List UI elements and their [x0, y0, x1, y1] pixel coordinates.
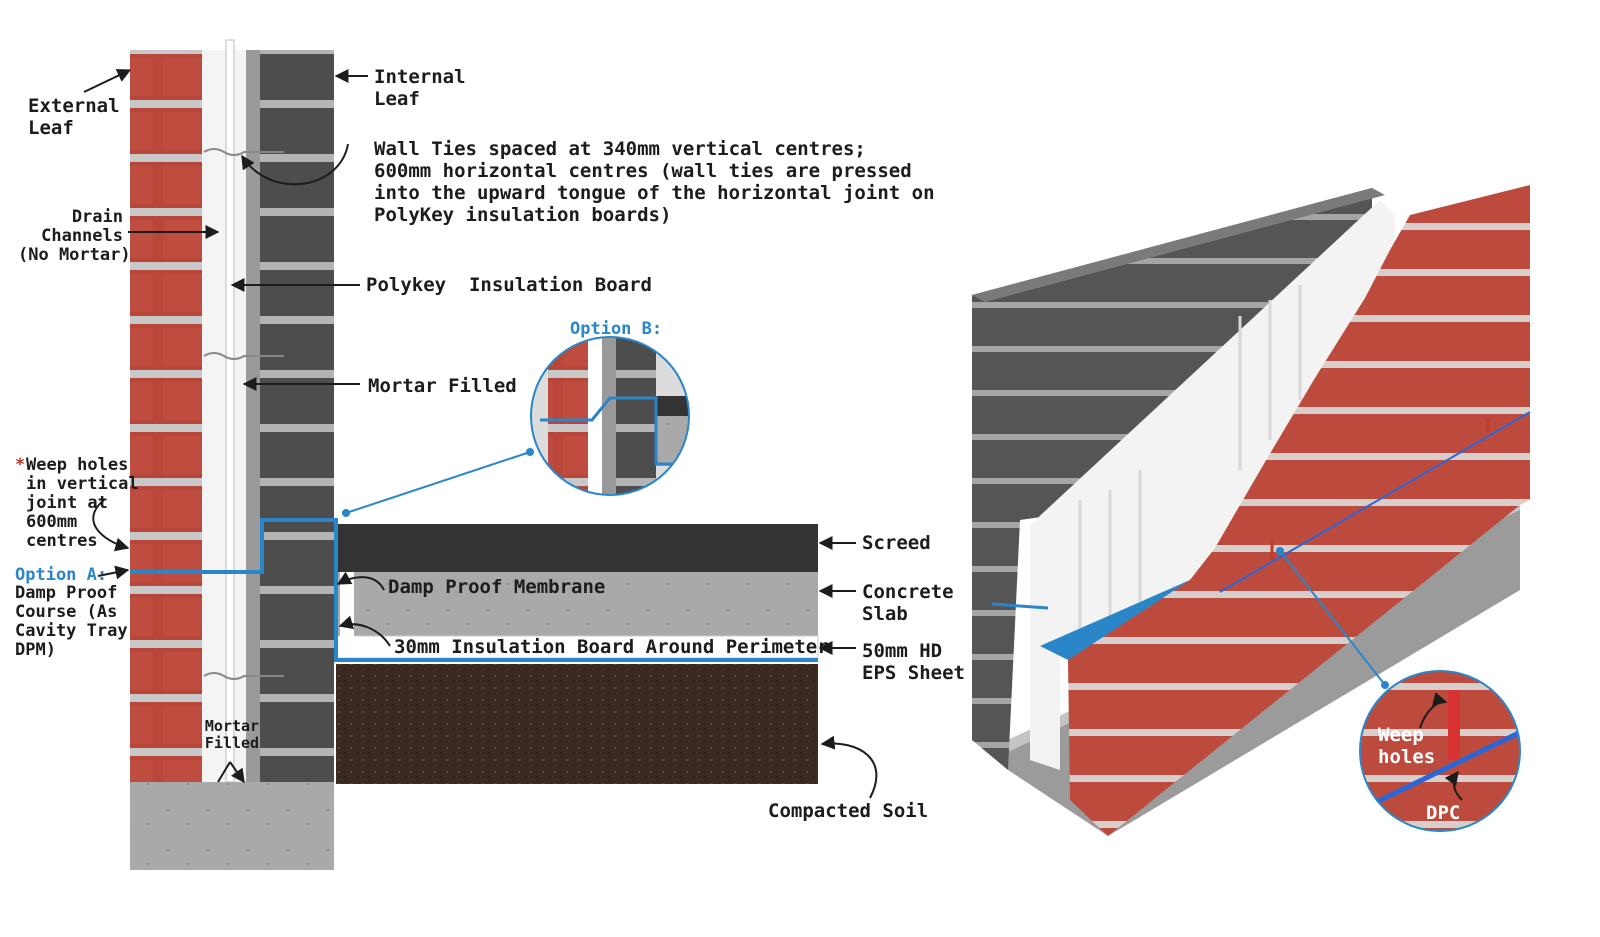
arrow-dpm — [336, 571, 385, 591]
iso-brick-wall — [1068, 185, 1530, 836]
drain-channel — [225, 39, 235, 783]
concrete-slab-label: Concrete Slab — [862, 581, 954, 625]
option-b-inset — [342, 336, 690, 517]
weep-holes-inset-label: Weep holes — [1378, 724, 1436, 768]
internal-leaf-label: Internal Leaf — [374, 66, 466, 110]
compacted-soil-label: Compacted Soil — [768, 800, 929, 822]
wall-section — [130, 39, 334, 870]
perimeter-insulation — [340, 572, 354, 652]
external-leaf-brick — [130, 50, 202, 782]
arrow-soil — [820, 735, 878, 799]
drain-channels-label: Drain Channels (No Mortar) — [18, 207, 131, 265]
screed-layer — [336, 524, 818, 572]
dpc-inset-label: DPC — [1426, 802, 1461, 824]
compacted-soil-layer — [336, 664, 818, 784]
dpm-label: Damp Proof Membrane — [388, 576, 606, 598]
wall-ties-label: Wall Ties spaced at 340mm vertical centr… — [374, 138, 935, 226]
iso-dpc-line — [1219, 411, 1531, 593]
cavity-insulation — [202, 50, 246, 782]
screed-label: Screed — [862, 532, 931, 554]
internal-leaf-block — [260, 50, 334, 782]
external-leaf-label: External Leaf — [28, 95, 120, 139]
arrow-wall-ties — [241, 143, 349, 186]
arrow-weep — [92, 499, 130, 552]
iso-insulation-ribs — [1078, 285, 1302, 640]
perimeter-insulation-label: 30mm Insulation Board Around Perimeter — [394, 636, 829, 658]
leader-arrows — [83, 69, 1463, 801]
iso-weep-markers — [1270, 418, 1490, 560]
option-a-label: Option A: — [15, 565, 108, 585]
arrow-option-a — [97, 565, 130, 580]
arrow-dpc-inset — [1444, 770, 1463, 801]
mortar-filled-label: Mortar Filled — [368, 375, 517, 397]
arrow-perimeter — [338, 615, 391, 647]
arrow-mortar-base — [217, 761, 244, 782]
mortar-filled-base-label: Mortar Filled — [204, 717, 260, 752]
floor-section — [130, 518, 819, 784]
dpc-label: Damp Proof Course (As Cavity Tray DPM) — [15, 583, 128, 660]
isometric-wall-view — [972, 185, 1531, 836]
arrow-weep-inset — [1419, 692, 1448, 729]
damp-proof-membrane-line — [130, 518, 818, 662]
arrow-external-leaf — [83, 69, 132, 93]
eps-sheet-label: 50mm HD EPS Sheet — [862, 640, 965, 684]
polykey-label: Polykey Insulation Board — [366, 274, 652, 296]
cavity-mortar-strip — [246, 50, 260, 782]
foundation-concrete — [130, 782, 334, 870]
wall-ties — [203, 148, 284, 680]
option-b-label: Option B: — [570, 319, 663, 339]
concrete-slab-layer — [336, 572, 818, 636]
weep-holes-label: Weep holes in vertical joint at 600mm ce… — [26, 455, 139, 551]
weep-asterisk: * — [15, 455, 26, 475]
